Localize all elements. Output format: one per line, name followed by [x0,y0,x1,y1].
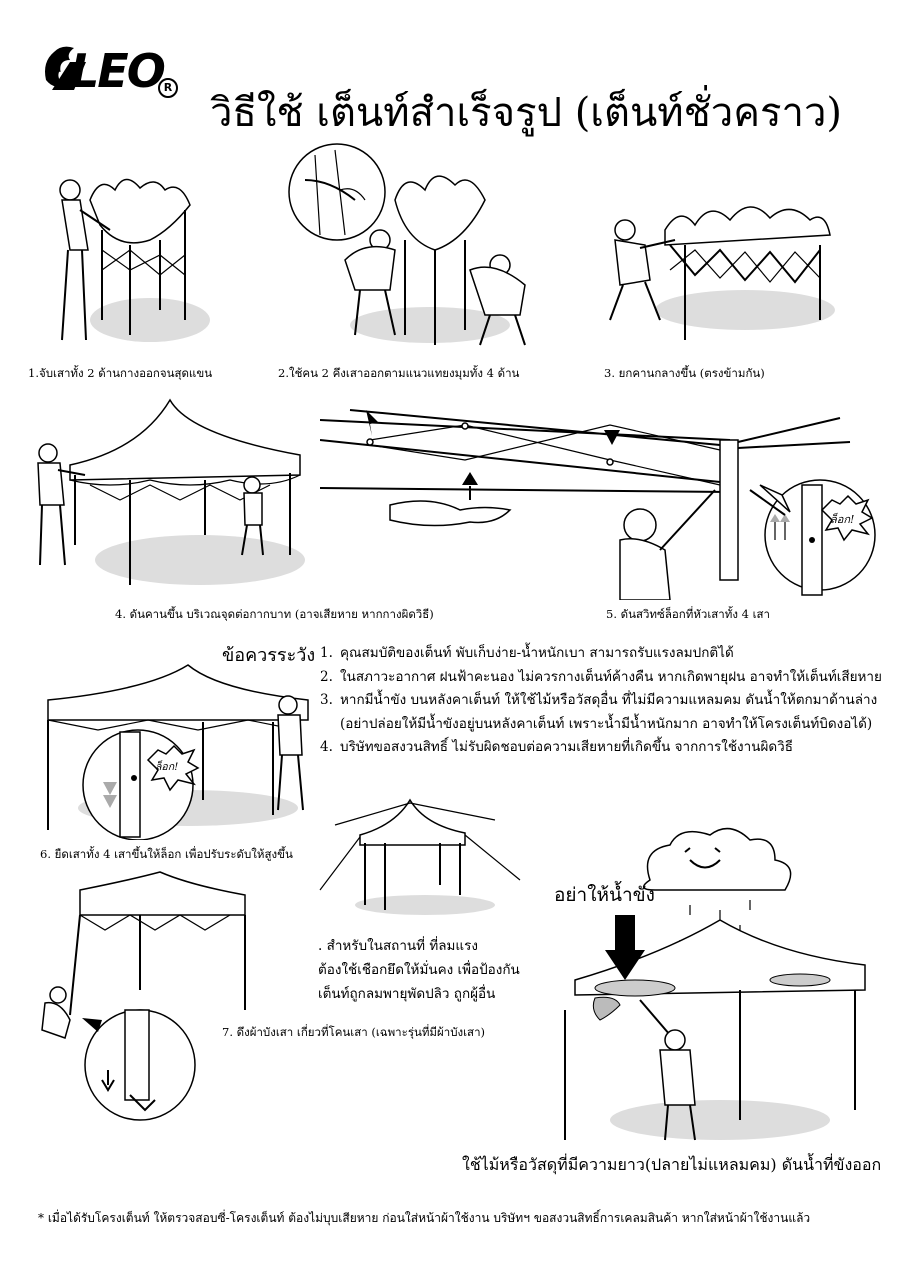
logo-text: LEO [70,44,166,98]
step-2-caption: 2.ใช้คน 2 คึงเสาออกตามแนวแทยงมุมทั้ง 4 ด… [278,366,520,380]
wind-guy-rope-illustration [319,798,521,915]
step-3-illustration [609,206,835,340]
step-2-illustration [288,143,526,346]
wind-note: . สำหรับในสถานที่ ที่ลมแรง ต้องใช้เชือกย… [318,938,520,1002]
step-7-caption: 7. ดึงผ้าบังเสา เกี่ยวที่โคนเสา (เฉพาะรุ… [222,1025,486,1039]
step-4-illustration [37,398,305,585]
warnings-list: 1.คุณสมบัติของเต็นท์ พับเก็บง่าย-น้ำหนัก… [320,642,882,760]
push-water-caption: ใช้ไม้หรือวัสดุที่มีความยาว(ปลายไม่แหลมค… [462,1155,882,1174]
step-3-caption: 3. ยกคานกลางขึ้น (ตรงข้ามกัน) [604,366,765,380]
step-4-caption: 4. ดันคานขึ้น บริเวณจุดต่อกากบาท (อาจเสี… [115,607,434,621]
step-6-lock-label: ล็อก! [155,761,179,773]
step-1-illustration [59,178,210,342]
step-7-illustration [41,871,246,1121]
lion-head-icon [45,46,86,90]
page-title: วิธีใช้ เต็นท์สำเร็จรูป (เต็นท์ชั่วคราว) [210,90,843,136]
rain-water-illustration [564,827,866,1141]
step-5-lock-label: ล็อก! [830,513,855,526]
step-1-caption: 1.จับเสาทั้ง 2 ด้านกางออกจนสุดแขน [28,366,213,380]
warning-item-4: 4.บริษัทขอสงวนสิทธิ์ ไม่รับผิดชอบต่อความ… [320,739,793,755]
warning-item-2: 2.ในสภาวะอากาศ ฝนฟ้าคะนอง ไม่ควรกางเต็นท… [320,668,882,685]
step-6-illustration [47,664,309,840]
warning-item-1: 1.คุณสมบัติของเต็นท์ พับเก็บง่าย-น้ำหนัก… [320,645,734,661]
step-6-caption: 6. ยืดเสาทั้ง 4 เสาขึ้นให้ล็อก เพื่อปรับ… [40,847,293,861]
registered-mark: R [158,78,178,98]
warnings-title: ข้อควรระวัง [222,645,316,666]
step-5-illustration [320,409,876,600]
warning-item-3: 3.หากมีน้ำขัง บนหลังคาเต็นท์ ให้ใช้ไม้หร… [320,692,878,708]
footer-note: * เมื่อได้รับโครงเต็นท์ ให้ตรวจสอบซี่-โค… [38,1211,811,1225]
warning-item-3-note: (อย่าปล่อยให้มีน้ำขังอยู่บนหลังคาเต็นท์ … [340,715,873,732]
leo-logo: LEO R [40,42,185,104]
step-5-caption: 5. ดันสวิทซ์ล็อกที่หัวเสาทั้ง 4 เสา [606,607,770,621]
no-water-label: อย่าให้น้ำขัง [554,884,655,906]
